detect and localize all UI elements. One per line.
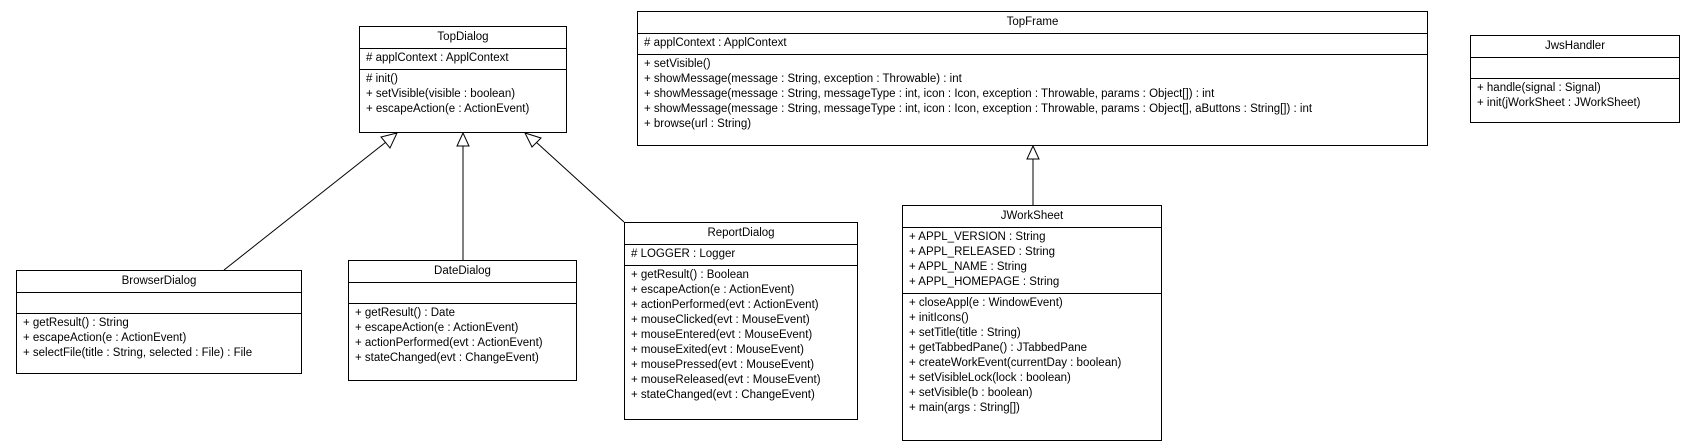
operation: + actionPerformed(evt : ActionEvent) — [355, 337, 543, 349]
attributes-section: # applContext : ApplContext — [360, 49, 566, 70]
operation: + escapeAction(e : ActionEvent) — [366, 103, 530, 115]
operation: + showMessage(message : String, exceptio… — [644, 73, 962, 85]
operation: + selectFile(title : String, selected : … — [23, 347, 253, 359]
operation: + setVisible(visible : boolean) — [366, 88, 516, 100]
attribute: + APPL_VERSION : String — [909, 231, 1046, 243]
operations-section: + getResult() : Date + escapeAction(e : … — [349, 304, 576, 369]
generalization-reportdialog-topdialog — [524, 132, 625, 223]
operations-section: + handle(signal : Signal) + init(jWorkSh… — [1471, 79, 1679, 114]
operations-section: + getResult() : String + escapeAction(e … — [17, 314, 301, 364]
class-browserdialog[interactable]: BrowserDialog + getResult() : String + e… — [16, 270, 302, 374]
operation: + main(args : String[]) — [909, 402, 1020, 414]
operation: + stateChanged(evt : ChangeEvent) — [355, 352, 539, 364]
attributes-section: # LOGGER : Logger — [625, 245, 857, 266]
class-reportdialog[interactable]: ReportDialog # LOGGER : Logger + getResu… — [624, 222, 858, 420]
operation: + browse(url : String) — [644, 118, 752, 130]
class-name: TopFrame — [638, 12, 1427, 34]
operation: + mouseReleased(evt : MouseEvent) — [631, 374, 821, 386]
operations-section: # init() + setVisible(visible : boolean)… — [360, 70, 566, 120]
operation: + initIcons() — [909, 312, 969, 324]
class-name: DateDialog — [349, 261, 576, 283]
class-name: JWorkSheet — [903, 206, 1161, 228]
operation: + handle(signal : Signal) — [1477, 82, 1601, 94]
attributes-section: + APPL_VERSION : String + APPL_RELEASED … — [903, 228, 1161, 294]
operation: + mouseClicked(evt : MouseEvent) — [631, 314, 810, 326]
attributes-section — [17, 293, 301, 314]
operation: + mouseEntered(evt : MouseEvent) — [631, 329, 813, 341]
class-name: TopDialog — [360, 27, 566, 49]
operation: + mousePressed(evt : MouseEvent) — [631, 359, 815, 371]
attribute: # applContext : ApplContext — [644, 37, 787, 49]
operation: + setVisible() — [644, 58, 711, 70]
operations-section: + setVisible() + showMessage(message : S… — [638, 55, 1427, 135]
attribute: # LOGGER : Logger — [631, 248, 736, 260]
class-jworksheet[interactable]: JWorkSheet + APPL_VERSION : String + APP… — [902, 205, 1162, 441]
generalization-browserdialog-topdialog — [223, 132, 398, 271]
operation: + mouseExited(evt : MouseEvent) — [631, 344, 804, 356]
operation: + showMessage(message : String, messageT… — [644, 88, 1215, 100]
attribute: + APPL_RELEASED : String — [909, 246, 1056, 258]
operation: + setVisibleLock(lock : boolean) — [909, 372, 1071, 384]
class-name: ReportDialog — [625, 223, 857, 245]
operation: + setVisible(b : boolean) — [909, 387, 1033, 399]
operation: + getTabbedPane() : JTabbedPane — [909, 342, 1088, 354]
operation: + escapeAction(e : ActionEvent) — [355, 322, 519, 334]
attribute: + APPL_NAME : String — [909, 261, 1027, 273]
operation: + createWorkEvent(currentDay : boolean) — [909, 357, 1122, 369]
operations-section: + getResult() : Boolean + escapeAction(e… — [625, 266, 857, 406]
operation: # init() — [366, 73, 398, 85]
operation: + getResult() : String — [23, 317, 129, 329]
operation: + getResult() : Date — [355, 307, 456, 319]
generalization-datedialog-topdialog — [456, 131, 470, 260]
operation: + showMessage(message : String, messageT… — [644, 103, 1313, 115]
attributes-section — [349, 283, 576, 304]
attributes-section: # applContext : ApplContext — [638, 34, 1427, 55]
operation: + setTitle(title : String) — [909, 327, 1021, 339]
attribute: # applContext : ApplContext — [366, 52, 509, 64]
class-jwshandler[interactable]: JwsHandler + handle(signal : Signal) + i… — [1470, 35, 1680, 123]
generalization-jworksheet-topframe — [1026, 144, 1040, 205]
operation: + closeAppl(e : WindowEvent) — [909, 297, 1063, 309]
operation: + escapeAction(e : ActionEvent) — [23, 332, 187, 344]
attribute: + APPL_HOMEPAGE : String — [909, 276, 1060, 288]
attributes-section — [1471, 58, 1679, 79]
operation: + actionPerformed(evt : ActionEvent) — [631, 299, 819, 311]
operation: + getResult() : Boolean — [631, 269, 749, 281]
class-topdialog[interactable]: TopDialog # applContext : ApplContext # … — [359, 26, 567, 133]
operation: + escapeAction(e : ActionEvent) — [631, 284, 795, 296]
class-name: JwsHandler — [1471, 36, 1679, 58]
operations-section: + closeAppl(e : WindowEvent) + initIcons… — [903, 294, 1161, 419]
operation: + init(jWorkSheet : JWorkSheet) — [1477, 97, 1641, 109]
operation: + stateChanged(evt : ChangeEvent) — [631, 389, 815, 401]
class-datedialog[interactable]: DateDialog + getResult() : Date + escape… — [348, 260, 577, 381]
class-name: BrowserDialog — [17, 271, 301, 293]
class-topframe[interactable]: TopFrame # applContext : ApplContext + s… — [637, 11, 1428, 146]
